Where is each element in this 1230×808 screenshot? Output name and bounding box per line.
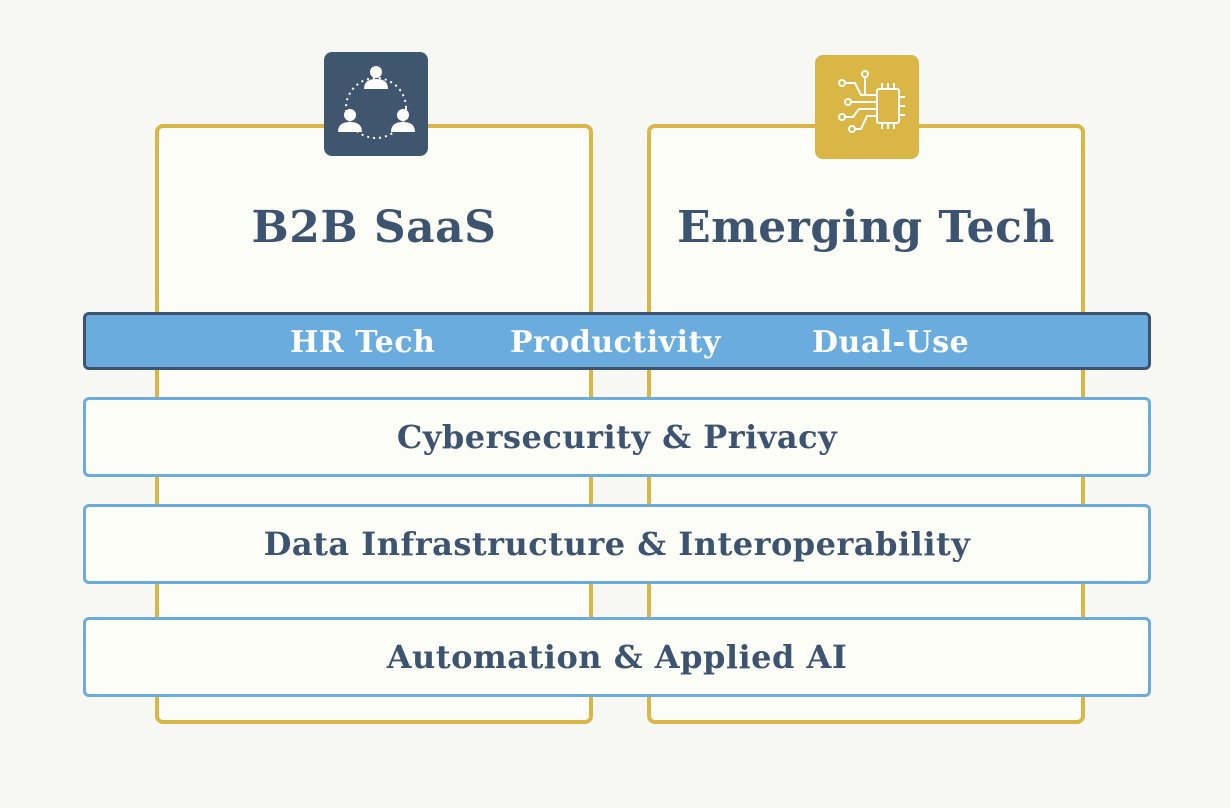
pillar-title-emerging-tech: Emerging Tech — [677, 202, 1055, 253]
theme-automation-applied-ai: Automation & Applied AI — [83, 617, 1151, 697]
verticals-band: HR Tech Productivity Dual-Use — [83, 312, 1151, 370]
circuit-chip-icon — [815, 55, 919, 159]
vertical-dual-use: Dual-Use — [812, 325, 970, 360]
vertical-productivity: Productivity — [510, 325, 721, 360]
pillar-title-b2b-saas: B2B SaaS — [251, 202, 497, 253]
theme-cybersecurity-privacy: Cybersecurity & Privacy — [83, 397, 1151, 477]
team-network-icon — [324, 52, 428, 156]
vertical-hr-tech: HR Tech — [290, 325, 436, 360]
theme-data-infrastructure: Data Infrastructure & Interoperability — [83, 504, 1151, 584]
